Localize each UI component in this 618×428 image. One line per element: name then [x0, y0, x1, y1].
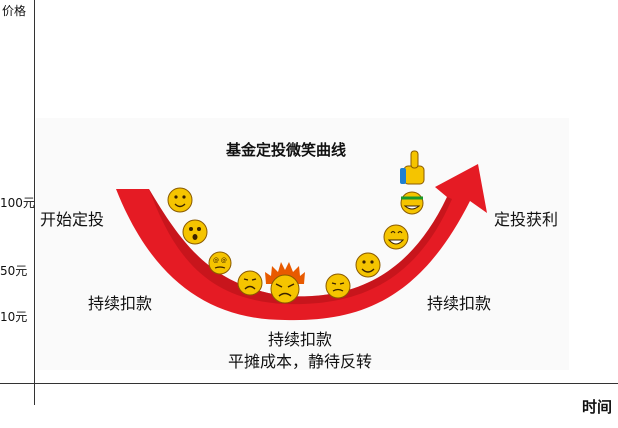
tick-10: 10元	[0, 310, 28, 324]
tick-50: 50元	[0, 264, 28, 278]
grin-icon	[383, 224, 409, 250]
cry-icon	[325, 273, 351, 299]
y-axis	[34, 0, 35, 405]
sad-icon	[237, 270, 263, 296]
left-label: 持续扣款	[88, 294, 153, 313]
happy-icon	[355, 252, 381, 278]
svg-text:@ @: @ @	[213, 257, 227, 264]
end-label: 定投获利	[494, 210, 559, 229]
bottom-label-2: 平摊成本，静待反转	[227, 352, 372, 371]
right-label: 持续扣款	[427, 294, 492, 313]
diagram-panel	[36, 118, 569, 370]
x-axis-label: 时间	[581, 398, 612, 416]
thumbs-up-icon	[400, 150, 425, 185]
smile-arrow-band	[116, 164, 487, 321]
y-axis-label: 价格	[2, 4, 27, 18]
surprised-icon	[182, 219, 208, 245]
x-axis	[0, 383, 618, 384]
start-label: 开始定投	[40, 210, 105, 229]
diagram-title: 基金定投微笑曲线	[226, 141, 347, 159]
laugh-icon	[400, 191, 424, 215]
angry-icon	[265, 262, 305, 304]
dizzy-icon: @ @	[208, 251, 232, 275]
tick-100: 100元	[0, 196, 35, 210]
bottom-label-1: 持续扣款	[267, 330, 332, 349]
smile-icon	[167, 187, 193, 213]
